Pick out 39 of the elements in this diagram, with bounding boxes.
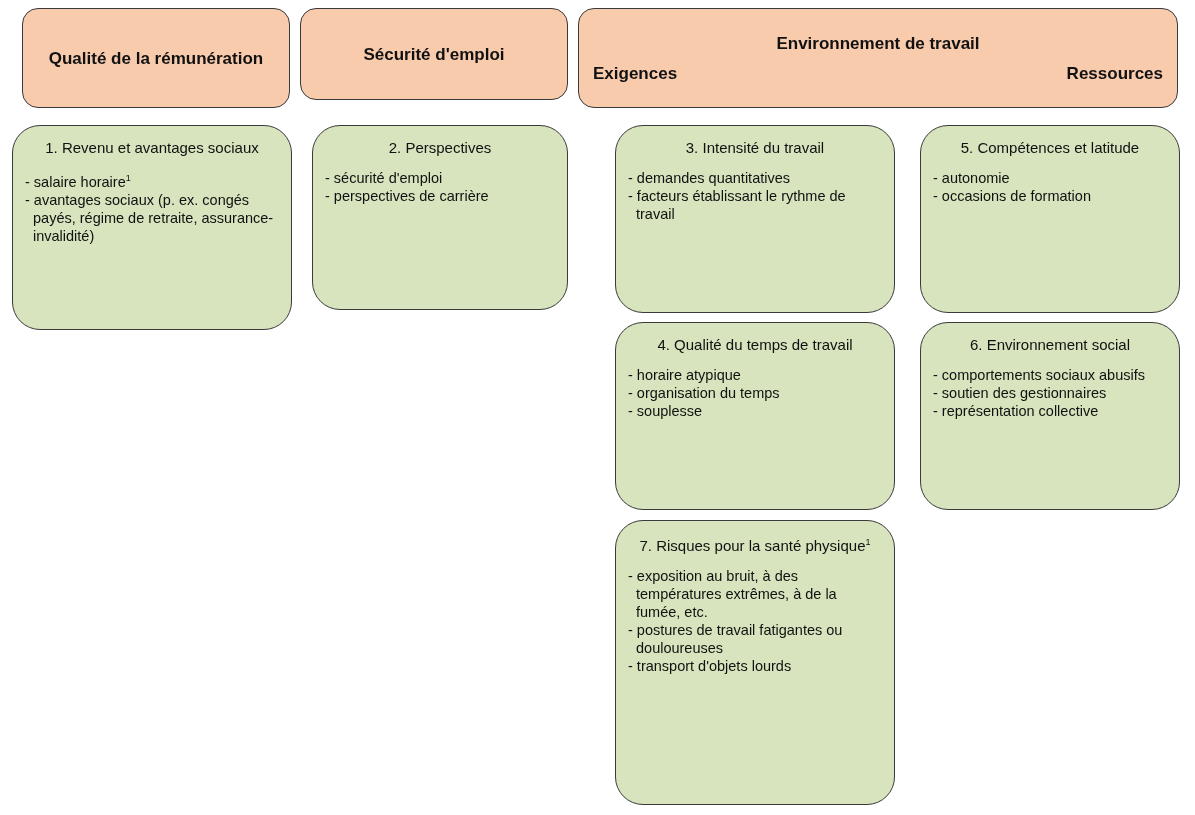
- category-card: [615, 322, 895, 510]
- header-title: Environnement de travail: [776, 32, 980, 54]
- list-item: - perspectives de carrière: [325, 187, 490, 205]
- list-item: - sécurité d'emploi: [325, 169, 444, 187]
- category-header: [578, 8, 1178, 108]
- list-item: - avantages sociaux (p. ex. congés payés, régime de retraite, assurance-invalidité): [25, 190, 275, 245]
- category-card: [12, 125, 292, 330]
- card-title: 5. Compétences et latitude: [959, 138, 1141, 157]
- list-item: - postures de travail fatigantes ou douloureuses: [628, 621, 844, 657]
- header-title: Qualité de la rémunération: [48, 47, 264, 69]
- header-title: Sécurité d'emploi: [363, 43, 505, 65]
- list-item: - transport d'objets lourds: [628, 657, 793, 675]
- category-card: [615, 520, 895, 805]
- card-title: 2. Perspectives: [387, 138, 493, 157]
- category-card: [312, 125, 568, 310]
- card-title: 4. Qualité du temps de travail: [656, 335, 854, 354]
- list-item: - organisation du temps: [628, 384, 781, 402]
- list-item: - représentation collective: [933, 402, 1100, 420]
- list-item: - exposition au bruit, à des températures extrêmes, à de la fumée, etc.: [628, 567, 838, 621]
- category-card: [920, 322, 1180, 510]
- list-item: - occasions de formation: [933, 187, 1092, 205]
- list-item: - comportements sociaux abusifs: [933, 366, 1146, 384]
- list-item: - salaire horaire$^{1}$: [25, 172, 132, 191]
- list-item: - autonomie: [933, 169, 1011, 187]
- card-title: 7. Risques pour la santé physique$^{1}$: [638, 536, 872, 555]
- subheader-title: Exigences: [593, 63, 678, 84]
- subheader-title: Ressources: [1066, 63, 1163, 84]
- list-item: - soutien des gestionnaires: [933, 384, 1108, 402]
- list-item: - horaire atypique: [628, 366, 742, 384]
- category-card: [920, 125, 1180, 313]
- category-header: [22, 8, 290, 108]
- list-item: - souplesse: [628, 402, 704, 420]
- list-item: - facteurs établissant le rythme de travail: [628, 187, 847, 223]
- category-header: [300, 8, 568, 100]
- card-title: 1. Revenu et avantages sociaux: [44, 138, 260, 157]
- category-card: [615, 125, 895, 313]
- card-title: 6. Environnement social: [968, 335, 1132, 354]
- list-item: - demandes quantitatives: [628, 169, 791, 187]
- card-title: 3. Intensité du travail: [684, 138, 826, 157]
